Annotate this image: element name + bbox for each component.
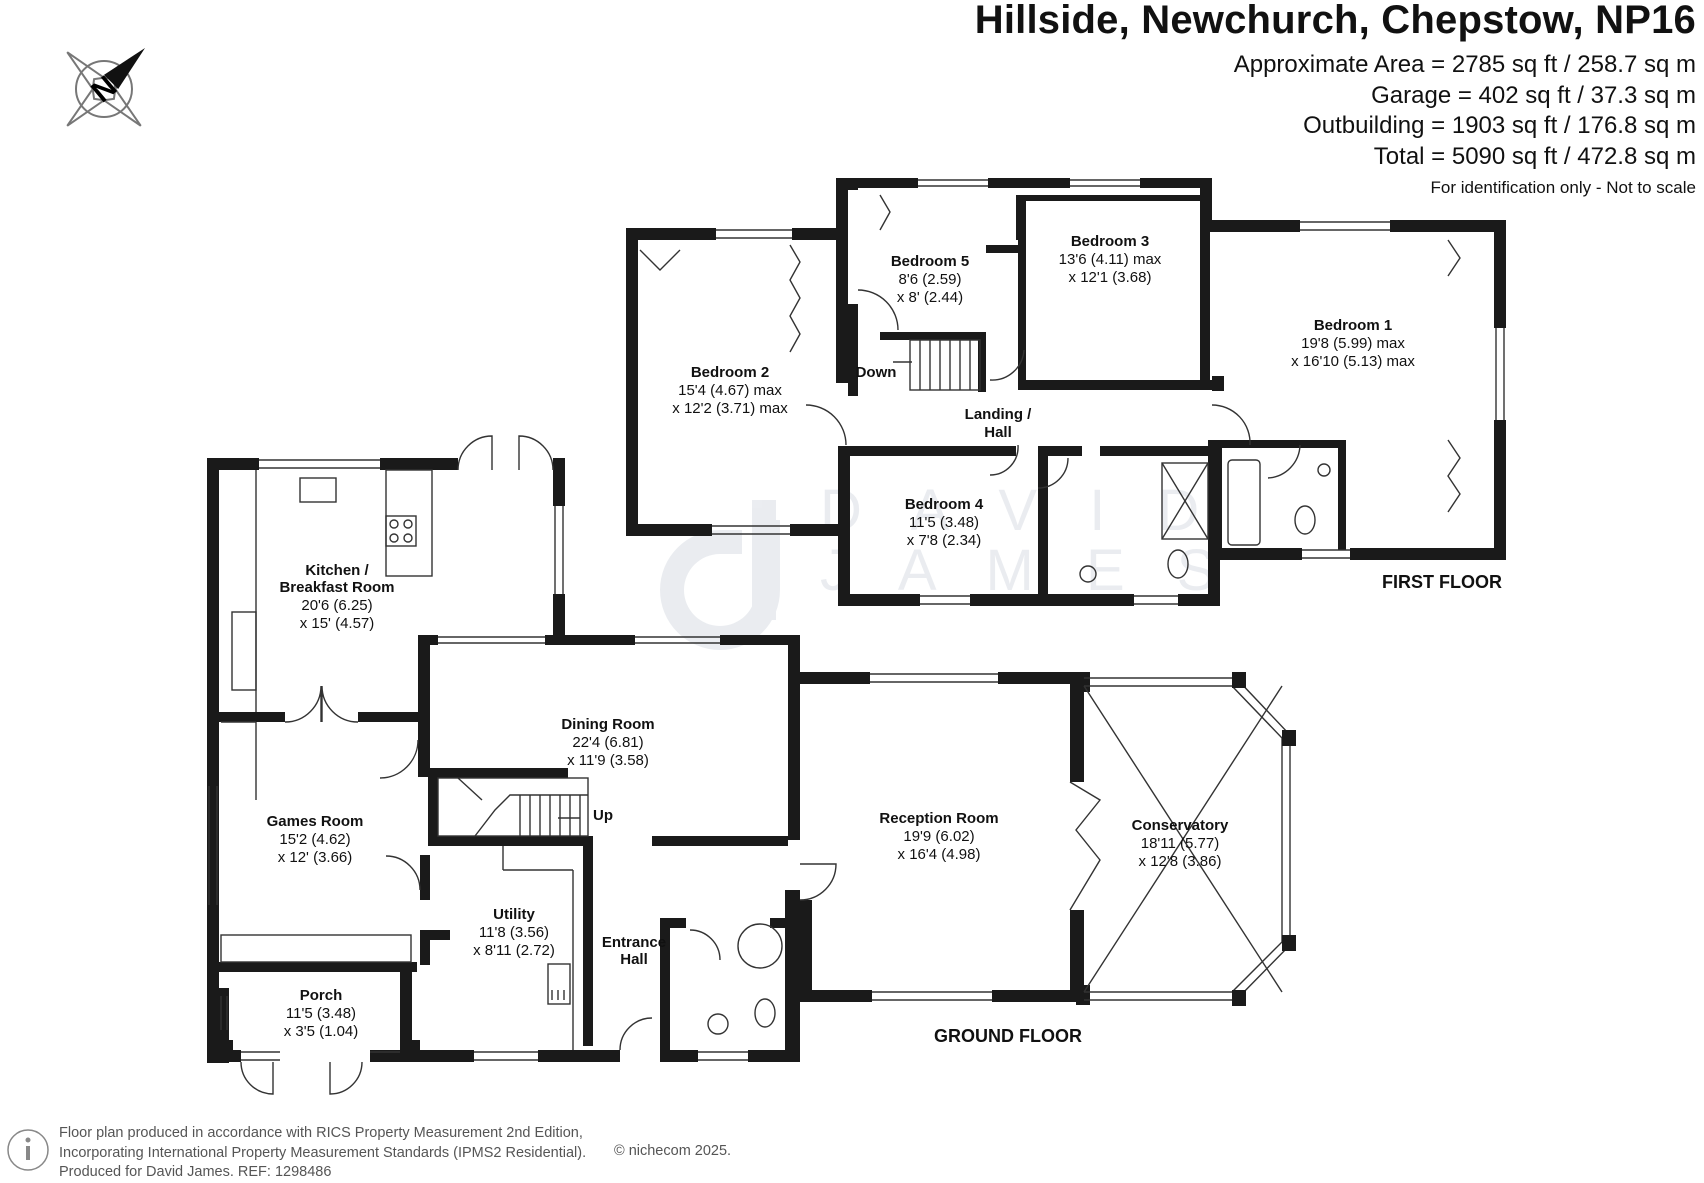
- room-name-bedroom5: Bedroom 5: [891, 253, 969, 270]
- stairs-up-label: Up: [593, 807, 613, 824]
- room-dim-utility: 11'8 (3.56): [479, 924, 549, 941]
- room-dim-bedroom4: x 7'8 (2.34): [907, 532, 982, 549]
- room-name-landing: Landing /: [965, 406, 1032, 423]
- room-name-bedroom4: Bedroom 4: [905, 496, 984, 513]
- room-dim-kitchen: x 15' (4.57): [300, 615, 375, 632]
- room-name-games: Games Room: [267, 813, 364, 830]
- room-dim-bedroom1: x 16'10 (5.13) max: [1291, 353, 1415, 370]
- watermark-text: D A V I D: [820, 478, 1217, 543]
- info-circle-icon: [7, 1129, 49, 1171]
- compass-rose-icon: N: [66, 47, 146, 127]
- room-dim-bedroom2: 15'4 (4.67) max: [678, 382, 782, 399]
- copyright: © nichecom 2025.: [614, 1143, 732, 1159]
- room-dim-reception: 19'9 (6.02): [903, 828, 974, 845]
- room-dim-dining: x 11'9 (3.58): [567, 752, 649, 769]
- footer-line: Incorporating International Property Mea…: [59, 1144, 587, 1161]
- area-total: Total = 5090 sq ft / 472.8 sq m: [1373, 142, 1696, 170]
- footer-line: Floor plan produced in accordance with R…: [59, 1125, 583, 1141]
- david-james-dj-logo: [660, 520, 780, 650]
- room-name-reception: Reception Room: [879, 810, 998, 827]
- watermark-logo: D A V I D J A M E S: [660, 478, 1233, 650]
- room-dim-dining: 22'4 (6.81): [572, 734, 643, 751]
- room-dim-bedroom3: 13'6 (4.11) max: [1059, 251, 1162, 268]
- area-summary: Approximate Area = 2785 sq ft / 258.7 sq…: [1234, 50, 1696, 172]
- room-dim-porch: x 3'5 (1.04): [284, 1023, 359, 1040]
- identification-note: For identification only - Not to scale: [1430, 178, 1696, 197]
- room-dim-bedroom5: 8'6 (2.59): [899, 271, 962, 288]
- area-approximate: Approximate Area = 2785 sq ft / 258.7 sq…: [1233, 51, 1696, 78]
- area-outbuilding: Outbuilding = 1903 sq ft / 176.8 sq m: [1303, 112, 1696, 139]
- room-name-entrance: Hall: [620, 951, 648, 968]
- ground-floor-label: GROUND FLOOR: [934, 1026, 1082, 1046]
- room-dim-bedroom4: 11'5 (3.48): [909, 514, 979, 531]
- room-dim-utility: x 8'11 (2.72): [473, 942, 555, 959]
- room-name-bedroom3: Bedroom 3: [1071, 233, 1149, 250]
- room-name-kitchen: Breakfast Room: [279, 579, 394, 596]
- room-dim-bedroom1: 19'8 (5.99) max: [1301, 335, 1405, 352]
- room-name-entrance: Entrance: [602, 934, 666, 951]
- stairs-down-label: Down: [856, 364, 897, 381]
- room-name-bedroom1: Bedroom 1: [1314, 317, 1392, 334]
- room-dim-bedroom2: x 12'2 (3.71) max: [672, 400, 788, 417]
- room-dim-games: 15'2 (4.62): [279, 831, 350, 848]
- first-floor-plan: [626, 178, 1506, 606]
- footer-notes: Floor plan produced in accordance with R…: [59, 1124, 586, 1183]
- page-title: Hillside, Newchurch, Chepstow, NP16: [974, 0, 1696, 42]
- room-dim-conservatory: x 12'8 (3.86): [1139, 853, 1222, 870]
- ground-floor-plan: [207, 458, 1090, 1063]
- room-dim-bedroom3: x 12'1 (3.68): [1069, 269, 1152, 286]
- room-name-utility: Utility: [493, 906, 535, 923]
- room-dim-conservatory: 18'11 (5.77): [1141, 835, 1219, 852]
- room-name-dining: Dining Room: [561, 716, 654, 733]
- area-garage: Garage = 402 sq ft / 37.3 sq m: [1371, 81, 1696, 109]
- room-dim-kitchen: 20'6 (6.25): [301, 597, 372, 614]
- room-name-porch: Porch: [300, 987, 343, 1004]
- footer-line: Produced for David James. REF: 1298486: [59, 1164, 332, 1180]
- svg-text:J A M E S: J A M E S: [820, 538, 1233, 603]
- room-dim-games: x 12' (3.66): [278, 849, 353, 866]
- room-dim-reception: x 16'4 (4.98): [898, 846, 981, 863]
- room-dim-porch: 11'5 (3.48): [286, 1005, 356, 1022]
- room-name-landing: Hall: [984, 424, 1012, 441]
- room-name-conservatory: Conservatory: [1132, 817, 1229, 834]
- first-floor-label: FIRST FLOOR: [1382, 572, 1502, 592]
- room-name-kitchen: Kitchen /: [305, 562, 369, 579]
- room-name-bedroom2: Bedroom 2: [691, 364, 769, 381]
- room-dim-bedroom5: x 8' (2.44): [897, 289, 963, 306]
